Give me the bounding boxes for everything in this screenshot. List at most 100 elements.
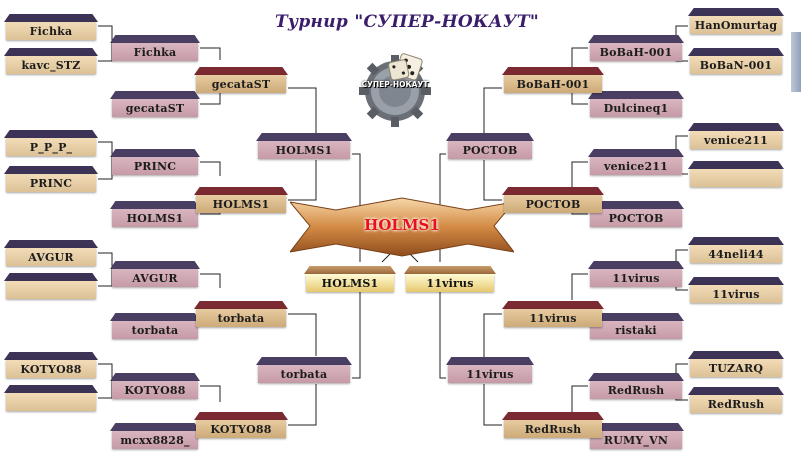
slot-bevel (502, 301, 604, 309)
slot-bevel (588, 201, 684, 209)
right-round1-slot: venice211 (688, 123, 784, 149)
slot-bevel (688, 123, 784, 131)
final-right-slot: 11virus (404, 266, 496, 292)
slot-bevel (4, 48, 98, 56)
right-round2-slot: venice211 (588, 149, 684, 175)
left-round3-slot: gecataST (194, 67, 288, 93)
slot-bevel (194, 301, 288, 309)
slot-bevel (588, 35, 684, 43)
player-name: torbata (196, 309, 286, 327)
slot-bevel (688, 48, 784, 56)
left-round2-slot: Fichka (110, 35, 200, 61)
right-round2-slot: RUMY_VN (588, 423, 684, 449)
left-round1-slot: P_P_P_ (4, 130, 98, 156)
slot-bevel (256, 357, 352, 365)
slot-bevel (110, 373, 200, 381)
slot-bevel (688, 277, 784, 285)
slot-bevel (4, 14, 98, 22)
player-name: KOTYO88 (6, 360, 96, 378)
slot-bevel (304, 266, 396, 274)
slot-bevel (110, 201, 200, 209)
player-name: KOTYO88 (112, 381, 198, 399)
player-name: mcxx8828_ (112, 431, 198, 449)
left-round3-slot: torbata (194, 301, 288, 327)
slot-bevel (194, 67, 288, 75)
left-round1-slot: kavc_STZ (4, 48, 98, 74)
player-name: POCTOB (448, 141, 532, 159)
left-round2-slot: AVGUR (110, 261, 200, 287)
right-round1-slot (688, 161, 784, 187)
left-round3-slot: KOTYO88 (194, 412, 288, 438)
slot-bevel (502, 67, 604, 75)
player-name (6, 281, 96, 299)
player-name: 44neli44 (690, 245, 782, 263)
slot-bevel (446, 357, 534, 365)
slot-bevel (502, 187, 604, 195)
slot-bevel (4, 166, 98, 174)
slot-bevel (110, 149, 200, 157)
slot-bevel (404, 266, 496, 274)
left-round2-slot: mcxx8828_ (110, 423, 200, 449)
slot-bevel (110, 261, 200, 269)
champion-name: HOLMS1 (364, 216, 440, 234)
right-round4-slot: POCTOB (446, 133, 534, 159)
right-round1-slot: 11virus (688, 277, 784, 303)
right-round1-slot: RedRush (688, 387, 784, 413)
player-name: HOLMS1 (112, 209, 198, 227)
slot-bevel (4, 130, 98, 138)
left-round2-slot: gecataST (110, 91, 200, 117)
left-round4-slot: HOLMS1 (256, 133, 352, 159)
slot-bevel (256, 133, 352, 141)
player-name: AVGUR (112, 269, 198, 287)
slot-bevel (688, 351, 784, 359)
player-name: Fichka (112, 43, 198, 61)
player-name: BoBaN-001 (690, 56, 782, 74)
player-name: PRINC (112, 157, 198, 175)
right-round2-slot: 11virus (588, 261, 684, 287)
slot-bevel (4, 385, 98, 393)
player-name: HanOmurtag (690, 16, 782, 34)
left-round1-slot: Fichka (4, 14, 98, 40)
player-name: ristaki (590, 321, 682, 339)
left-round1-slot (4, 385, 98, 411)
player-name: venice211 (590, 157, 682, 175)
player-name: torbata (112, 321, 198, 339)
right-round3-slot: RedRush (502, 412, 604, 438)
page-title: Турнир "СУПЕР-НОКАУТ" (274, 12, 540, 32)
right-round2-slot: RedRush (588, 373, 684, 399)
slot-bevel (4, 273, 98, 281)
right-round1-slot: TUZARQ (688, 351, 784, 377)
left-round2-slot: KOTYO88 (110, 373, 200, 399)
slot-bevel (588, 261, 684, 269)
left-round1-slot: AVGUR (4, 240, 98, 266)
slot-bevel (446, 133, 534, 141)
right-round4-slot: 11virus (446, 357, 534, 383)
right-round2-slot: POCTOB (588, 201, 684, 227)
left-round4-slot: torbata (256, 357, 352, 383)
player-name: HOLMS1 (258, 141, 350, 159)
player-name: 11virus (406, 274, 494, 292)
player-name: 11virus (690, 285, 782, 303)
right-round2-slot: BoBaH-001 (588, 35, 684, 61)
left-round1-slot: PRINC (4, 166, 98, 192)
slot-bevel (688, 161, 784, 169)
player-name: AVGUR (6, 248, 96, 266)
player-name: RUMY_VN (590, 431, 682, 449)
slot-bevel (588, 91, 684, 99)
left-round3-slot: HOLMS1 (194, 187, 288, 213)
player-name: gecataST (196, 75, 286, 93)
final-left-slot: HOLMS1 (304, 266, 396, 292)
left-round2-slot: HOLMS1 (110, 201, 200, 227)
slot-bevel (4, 240, 98, 248)
slot-bevel (4, 352, 98, 360)
left-round2-slot: torbata (110, 313, 200, 339)
champion-banner: HOLMS1 (288, 196, 516, 258)
player-name: POCTOB (504, 195, 602, 213)
right-round1-slot: 44neli44 (688, 237, 784, 263)
right-round2-slot: ristaki (588, 313, 684, 339)
player-name (690, 169, 782, 187)
player-name: RedRush (690, 395, 782, 413)
slot-bevel (110, 91, 200, 99)
slot-bevel (110, 423, 200, 431)
right-round2-slot: Dulcineq1 (588, 91, 684, 117)
